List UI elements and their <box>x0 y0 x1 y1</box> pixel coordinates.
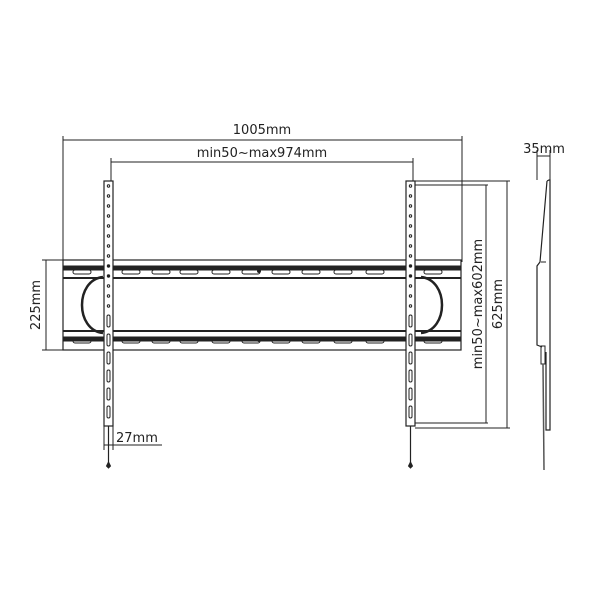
dim-plate-height <box>42 259 63 351</box>
left-arm <box>103 180 114 469</box>
side-view <box>536 150 551 471</box>
dim-vesa-vertical <box>415 184 488 424</box>
bottom-slots <box>72 338 443 344</box>
dim-arm-width <box>103 426 162 450</box>
wall-plate <box>62 259 462 351</box>
dim-vesa-horizontal <box>110 158 414 182</box>
right-arm <box>405 180 416 469</box>
label-arm-length: 625mm <box>491 279 506 329</box>
label-arm-width: 27mm <box>116 431 158 446</box>
label-overall-width: 1005mm <box>233 123 291 138</box>
dim-arm-length <box>415 180 510 429</box>
label-plate-height: 225mm <box>29 280 44 330</box>
label-depth: 35mm <box>523 142 565 157</box>
top-slots <box>72 269 443 275</box>
label-vesa-vertical: min50~max602mm <box>471 239 486 369</box>
label-vesa-horizontal: min50~max974mm <box>197 146 327 161</box>
dim-overall-width <box>62 136 463 262</box>
